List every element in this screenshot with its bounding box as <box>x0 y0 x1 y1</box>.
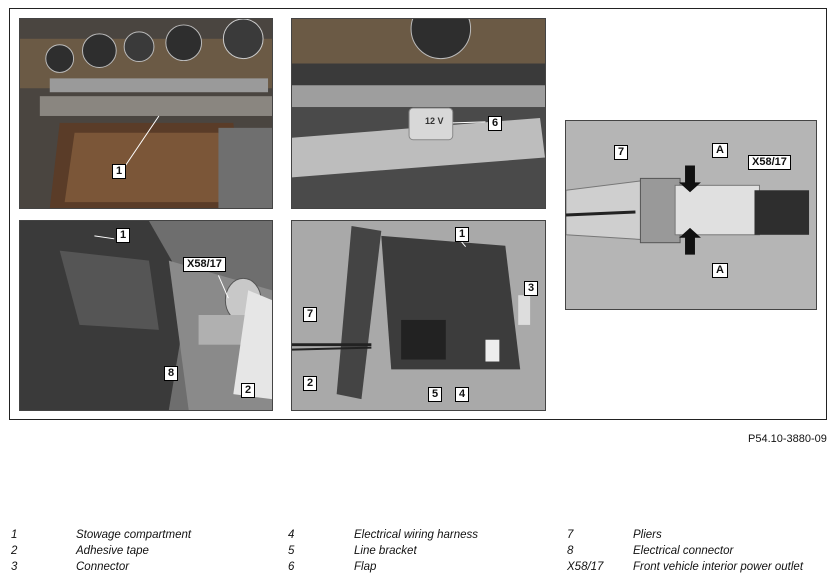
legend-number: X58/17 <box>567 561 604 573</box>
photo-dashboard-stowage: 1 <box>19 18 273 209</box>
photo-pliers-outlet: 7 A X58/17 A <box>565 120 817 310</box>
legend-row: 8 Electrical connector <box>567 545 832 561</box>
callout-label: 6 <box>488 116 503 131</box>
photo-compartment-harness: 1 3 7 2 5 4 <box>291 220 546 411</box>
legend-label: Electrical connector <box>633 545 734 557</box>
legend-number: 6 <box>288 561 295 573</box>
legend-number: 5 <box>288 545 295 557</box>
legend-row: 3 Connector <box>11 561 271 577</box>
legend-row: 1 Stowage compartment <box>11 529 271 545</box>
legend-row: 6 Flap <box>288 561 548 577</box>
callout-label: 7 <box>303 307 318 322</box>
callout-label: 3 <box>524 281 539 296</box>
legend-label: Connector <box>76 561 130 573</box>
legend-number: 8 <box>567 545 574 557</box>
callout-label: X58/17 <box>748 155 791 170</box>
photo-compartment-outlet: 1 X58/17 8 2 <box>19 220 273 411</box>
legend-column-3: 7 Pliers 8 Electrical connector X58/17 Fron… <box>567 529 832 577</box>
legend-row: 4 Electrical wiring harness <box>288 529 548 545</box>
legend-row: 5 Line bracket <box>288 545 548 561</box>
legend-number: 7 <box>567 529 574 541</box>
figure-reference: P54.10-3880-09 <box>748 433 827 445</box>
callout-label: 1 <box>455 227 470 242</box>
callout-label: A <box>712 263 728 278</box>
legend-number: 3 <box>11 561 18 573</box>
legend-row: X58/17 Front vehicle interior power outle… <box>567 561 832 577</box>
legend-label: Line bracket <box>354 545 417 557</box>
legend-label: Stowage compartment <box>76 529 192 541</box>
callout-label: 2 <box>303 376 318 391</box>
legend-number: 1 <box>11 529 18 541</box>
callout-label: 2 <box>241 383 256 398</box>
legend-label: Adhesive tape <box>76 545 149 557</box>
callout-label: 7 <box>614 145 629 160</box>
legend-column-2: 4 Electrical wiring harness 5 Line bracket… <box>288 529 548 577</box>
callout-label: 4 <box>455 387 470 402</box>
legend-label: Front vehicle interior power outlet <box>633 561 804 573</box>
photo-console-flap: 12 V 6 <box>291 18 546 209</box>
callout-label: X58/17 <box>183 257 226 272</box>
callout-label: 1 <box>116 228 131 243</box>
callout-label: 1 <box>112 164 127 179</box>
legend-label: Pliers <box>633 529 662 541</box>
callout-label: 8 <box>164 366 179 381</box>
callout-label: 5 <box>428 387 443 402</box>
legend-number: 2 <box>11 545 18 557</box>
legend-row: 2 Adhesive tape <box>11 545 271 561</box>
legend-row: 7 Pliers <box>567 529 832 545</box>
legend-label: Flap <box>354 561 377 573</box>
outlet-text: 12 V <box>425 116 444 126</box>
legend-label: Electrical wiring harness <box>354 529 478 541</box>
callout-label: A <box>712 143 728 158</box>
legend-column-1: 1 Stowage compartment 2 Adhesive tape 3 Con… <box>11 529 271 577</box>
legend-number: 4 <box>288 529 295 541</box>
